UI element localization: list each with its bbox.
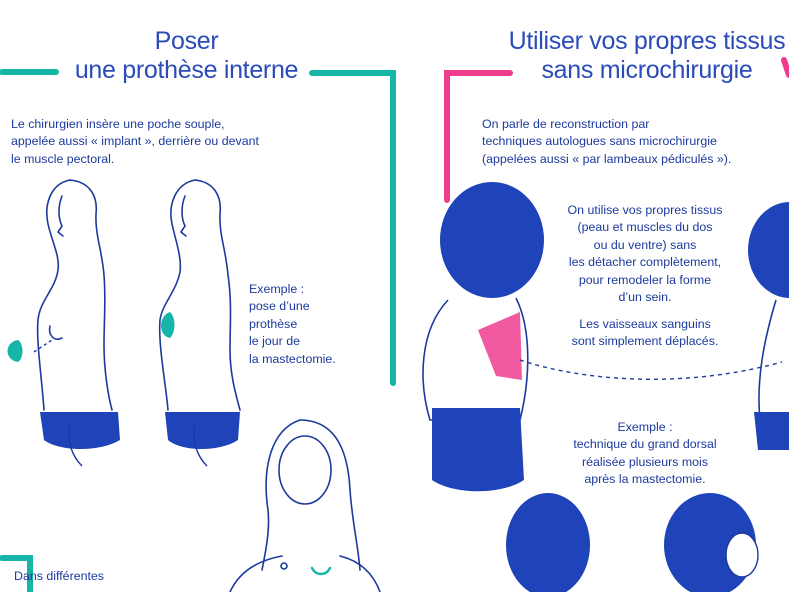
hands — [68, 423, 208, 467]
woman-back-figure — [422, 182, 783, 492]
left-intro-line: appelée aussi « implant », derrière ou d… — [11, 134, 259, 149]
woman-partial-right — [748, 202, 789, 450]
woman-front-figure — [229, 419, 381, 592]
right-vessel-line: sont simplement déplacés. — [571, 334, 719, 349]
left-title-line2: une prothèse interne — [74, 56, 299, 84]
left-example-line: le jour de — [249, 334, 300, 349]
underwear-figure-2 — [165, 412, 240, 449]
left-example-line: la mastectomie. — [249, 351, 336, 366]
right-vessel-line: Les vaisseaux sanguins — [579, 317, 711, 331]
left-intro-line: le muscle pectoral. — [11, 151, 115, 166]
insertion-arrow — [33, 339, 53, 353]
teal-frame — [0, 69, 396, 592]
left-example-line: pose d’une — [249, 299, 310, 314]
face-bottom-2 — [725, 532, 759, 578]
implant-placed — [161, 312, 175, 338]
right-tissue-line: d’un sein. — [618, 290, 672, 305]
left-example-text: Exemple : pose d’une prothèse le jour de… — [249, 281, 369, 368]
right-tissue-line: ou du ventre) sans — [593, 237, 697, 252]
left-footer-text: Dans différentes — [14, 569, 105, 583]
right-example-line: Exemple : — [617, 420, 673, 434]
right-intro-line: On parle de reconstruction par — [482, 117, 650, 131]
left-example-line: prothèse — [249, 316, 298, 331]
right-tissue-line: (peau et muscles du dos — [577, 220, 713, 235]
left-title-line1: Poser — [154, 27, 219, 55]
right-title-line1: Utiliser vos propres tissus — [508, 27, 786, 55]
implant-shape — [7, 340, 23, 362]
right-tissue-line: les détacher complètement, — [568, 255, 722, 270]
left-section-title: Poser une prothèse interne — [44, 27, 329, 85]
woman-profile-figure-1 — [36, 179, 113, 411]
right-tissue-line: pour remodeler la forme — [578, 272, 712, 287]
right-intro-line: (appelées aussi « par lambeaux pédiculés… — [482, 151, 732, 166]
right-example-line: réalisée plusieurs mois — [581, 454, 709, 469]
woman-profile-figure-2 — [158, 179, 241, 411]
pink-frame — [444, 57, 789, 203]
left-example-line: Exemple : — [249, 282, 305, 296]
left-intro-text: Le chirurgien insère une poche souple, a… — [11, 116, 331, 168]
right-tissue-line: On utilise vos propres tissus — [567, 203, 723, 217]
left-intro-line: Le chirurgien insère une poche souple, — [11, 117, 225, 131]
underwear-figure-1 — [40, 412, 120, 449]
right-intro-text: On parle de reconstruction par technique… — [482, 116, 782, 168]
right-section-title: Utiliser vos propres tissus sans microch… — [497, 27, 789, 85]
right-example-line: après la mastectomie. — [584, 472, 706, 487]
right-title-line2: sans microchirurgie — [541, 56, 753, 84]
right-example-text: Exemple : technique du grand dorsal réal… — [540, 419, 750, 489]
right-tissue-text: On utilise vos propres tissus (peau et m… — [535, 202, 755, 306]
right-intro-line: techniques autologues sans microchirurgi… — [482, 134, 717, 149]
right-example-line: technique du grand dorsal — [573, 437, 717, 452]
woman-head-bottom-1 — [506, 493, 590, 592]
right-vessel-text: Les vaisseaux sanguins sont simplement d… — [545, 316, 745, 351]
